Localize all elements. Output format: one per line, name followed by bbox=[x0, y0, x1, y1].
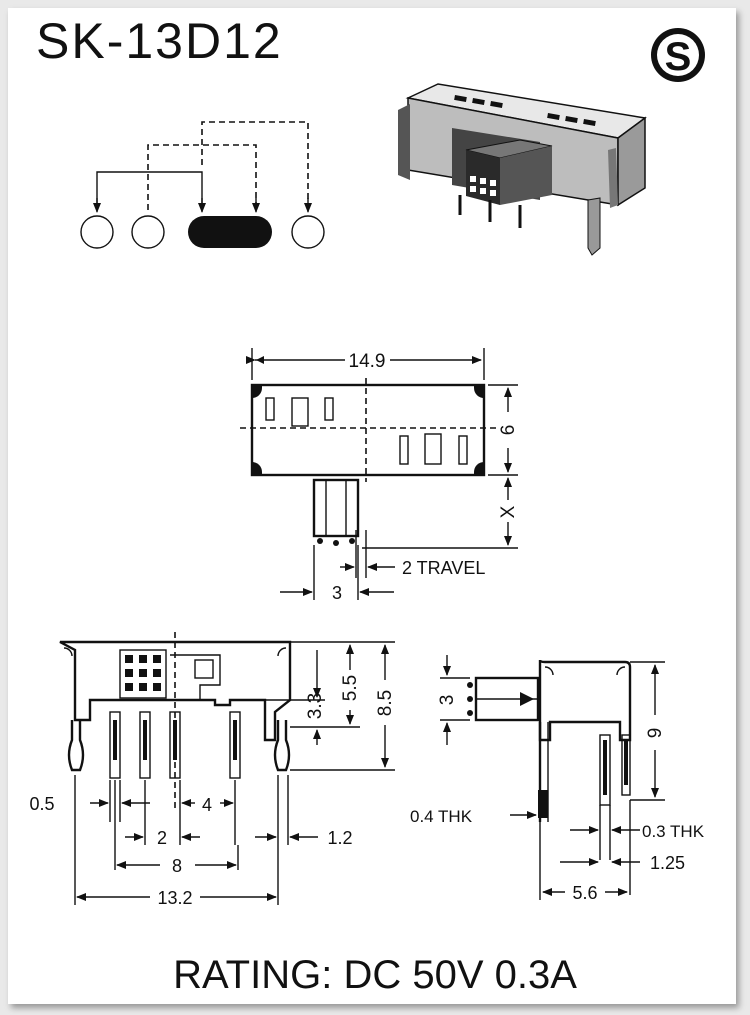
dim-4: 4 bbox=[202, 795, 212, 815]
model-title: SK-13D12 bbox=[36, 13, 283, 69]
dim-0.4thk: 0.4 THK bbox=[410, 807, 473, 826]
dim-8: 8 bbox=[172, 856, 182, 876]
dim-9: 9 bbox=[645, 728, 666, 739]
svg-text:S: S bbox=[665, 35, 692, 79]
dim-14.9: 14.9 bbox=[349, 351, 386, 372]
dim-1.2: 1.2 bbox=[327, 828, 352, 848]
dim-8.5: 8.5 bbox=[375, 690, 396, 716]
dim-13.2: 13.2 bbox=[157, 888, 192, 908]
side-view: 3 9 0.4 THK 0.3 THK 1.25 5.6 bbox=[410, 655, 705, 903]
dim-0.5: 0.5 bbox=[29, 794, 54, 814]
front-view: 3.3 5.5 8.5 0.5 4 2 1.2 8 13 bbox=[29, 632, 396, 908]
dim-x: X bbox=[498, 505, 519, 518]
dim-2: 2 bbox=[157, 828, 167, 848]
s-logo-icon: S bbox=[651, 28, 705, 82]
dim-1.25: 1.25 bbox=[650, 853, 685, 873]
dim-0.3thk: 0.3 THK bbox=[642, 822, 705, 841]
switch-schematic bbox=[80, 121, 325, 249]
dim-travel: 2 TRAVEL bbox=[402, 558, 485, 578]
dim-side-3: 3 bbox=[437, 695, 458, 706]
dim-3.3: 3.3 bbox=[305, 693, 326, 719]
rating-text: RATING: DC 50V 0.3A bbox=[173, 953, 577, 997]
dim-pitch: 3 bbox=[332, 583, 342, 603]
top-view: 14.9 6 X 2 TRAVEL 3 bbox=[240, 348, 519, 603]
dim-6: 6 bbox=[498, 425, 519, 436]
dim-5.6: 5.6 bbox=[572, 883, 597, 903]
dim-5.5: 5.5 bbox=[340, 675, 361, 701]
switch-product-image bbox=[398, 83, 647, 256]
